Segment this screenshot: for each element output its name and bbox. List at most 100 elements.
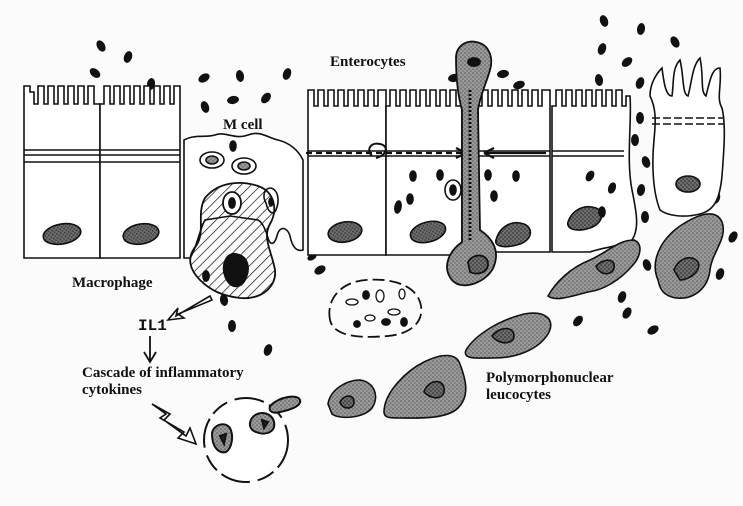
bacterium (647, 325, 659, 335)
enterocyte-center-3 (477, 89, 551, 253)
cytokine-attack-arrow (151, 403, 198, 446)
bacterium (635, 77, 645, 89)
bacterium (394, 200, 402, 214)
bacterium (622, 307, 632, 319)
il1-to-cascade-arrow (143, 336, 157, 364)
bacterium (642, 259, 652, 271)
cell-bleb (268, 395, 302, 414)
bacterium (263, 344, 273, 356)
bacterium (598, 206, 606, 218)
bacterium (227, 95, 239, 105)
leucocyte-nucleus (423, 380, 445, 399)
bacterium (345, 298, 359, 306)
label-il1: IL1 (138, 317, 167, 335)
nucleus (567, 206, 603, 231)
bacterium (261, 92, 271, 104)
label-pmn-line2: leucocytes (486, 387, 551, 403)
vesicle-core (237, 161, 251, 171)
bacterium (641, 211, 649, 223)
bacterium (362, 290, 370, 300)
bacterium (96, 40, 106, 52)
bacterium (512, 170, 520, 182)
label-macrophage: Macrophage (72, 275, 153, 291)
bacterium (202, 270, 210, 282)
bacteria-laden-vesicle (328, 278, 423, 338)
bacterium (621, 57, 633, 67)
macrophage-to-il1-arrow (166, 294, 214, 322)
leucocyte (654, 213, 725, 299)
bacterium (636, 112, 644, 124)
bacterium (364, 314, 376, 322)
bacterium (123, 51, 133, 63)
pmn-nucleus-lobe (467, 57, 481, 67)
bacterium (229, 140, 237, 152)
bacterium (617, 291, 627, 303)
nucleus (327, 220, 363, 244)
bacterium (406, 193, 414, 205)
bacterium (490, 190, 498, 202)
bacterium (200, 101, 210, 113)
bacterium (89, 68, 101, 78)
bacterium (219, 294, 229, 306)
nucleus (675, 175, 701, 193)
enterocyte-left-2 (99, 85, 181, 259)
bacterium (513, 80, 525, 90)
leucocyte-nucleus (595, 259, 615, 275)
leucocyte-nucleus (339, 395, 355, 409)
bacterium (436, 169, 444, 181)
label-enterocytes: Enterocytes (330, 54, 406, 70)
bacterium (484, 169, 492, 181)
bacterium (599, 15, 609, 27)
bacterium (400, 317, 408, 327)
leucocyte-cluster (327, 213, 725, 419)
label-m-cell: M cell (223, 117, 263, 133)
label-cascade-line2: cytokines (82, 382, 142, 398)
enterocyte-left-1 (23, 85, 101, 259)
damaged-target-cell (203, 395, 302, 483)
nucleus (122, 222, 160, 246)
bacterium (497, 69, 509, 79)
bacterium (282, 68, 292, 80)
bacterium (387, 308, 401, 316)
bacterium (585, 170, 595, 182)
bacterium (409, 170, 417, 182)
cell-fragment-core (218, 432, 228, 448)
enterocyte-center-1 (307, 89, 387, 256)
label-pmn-line1: Polymorphonuclear (486, 370, 614, 386)
leucocyte (383, 354, 467, 419)
bacterium (228, 197, 236, 209)
macrophage-nucleus (222, 253, 249, 288)
nucleus (495, 222, 532, 248)
transmigrating-leucocyte (446, 40, 497, 287)
bacterium (228, 320, 236, 332)
enterocyte-right-1 (551, 89, 638, 253)
leucocyte-nucleus (673, 257, 700, 281)
bacterium (715, 268, 725, 280)
bacterium (636, 184, 646, 196)
bacterium (573, 315, 583, 327)
enterocyte-far-right (649, 56, 726, 217)
bacterium (670, 36, 680, 48)
bacterium (398, 288, 406, 300)
bacterium (594, 74, 604, 86)
bacterium (375, 289, 385, 303)
tight-junction-arrows (306, 142, 546, 159)
bacterium (607, 182, 617, 194)
bacterium (381, 318, 391, 326)
bacterium (198, 73, 210, 83)
pmn-nucleus-lobe (467, 254, 489, 275)
leucocyte (546, 239, 641, 300)
nucleus (409, 220, 447, 244)
macrophage (189, 182, 276, 299)
bacterium (636, 23, 646, 35)
bacterium (728, 231, 738, 243)
label-cascade-line1: Cascade of inflammatory (82, 365, 244, 381)
cell-fragment-core (260, 418, 270, 431)
vesicle-core (205, 155, 219, 165)
bacterium (631, 134, 639, 146)
bacterium (314, 265, 326, 275)
bacterium (353, 320, 361, 328)
bacterium (641, 156, 651, 168)
